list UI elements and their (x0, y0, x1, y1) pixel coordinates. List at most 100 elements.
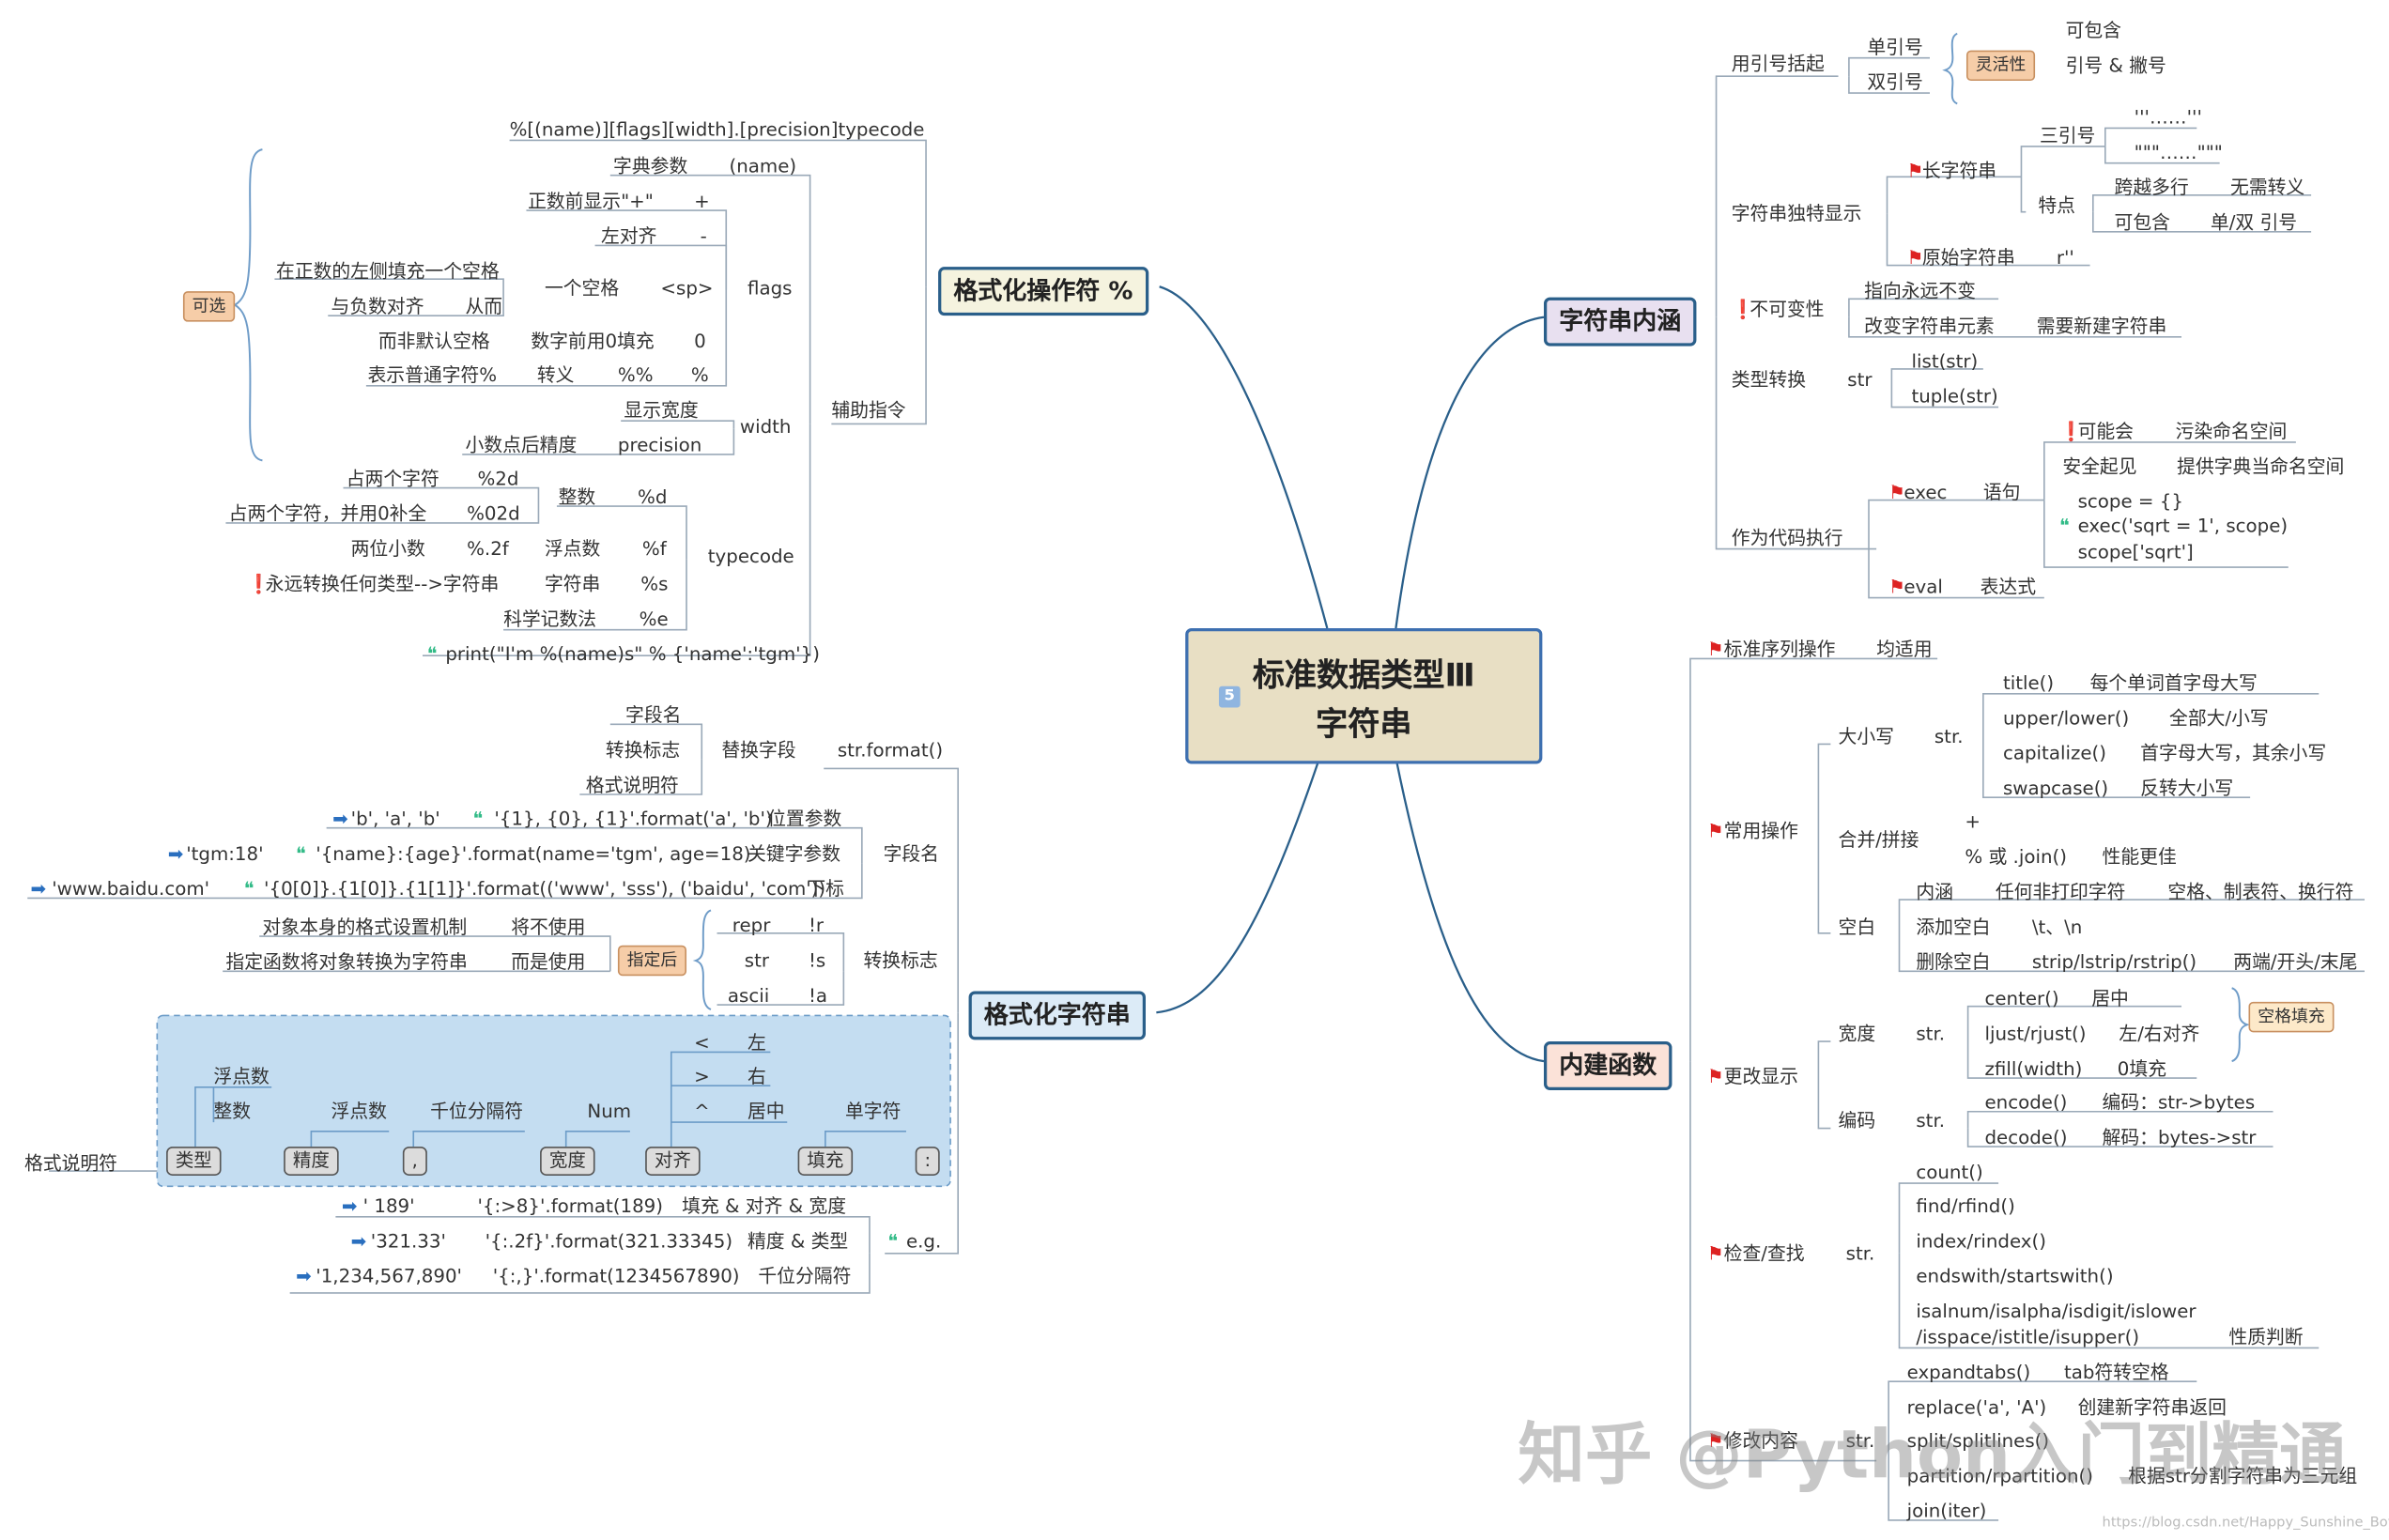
node-fs-ascii[interactable]: ascii (727, 984, 770, 1007)
node-fs-e2-c[interactable]: '{:.2f}'.format(321.33345) (485, 1230, 733, 1253)
node-fo-2f[interactable]: %.2f (467, 538, 509, 560)
spec-box-comma[interactable]: , (402, 1147, 427, 1176)
node-si-tuple[interactable]: tuple(str) (1911, 385, 1998, 408)
node-bi-better[interactable]: 性能更佳 (2102, 846, 2177, 868)
node-fo-pct[interactable]: 表示普通字符% (367, 364, 498, 386)
node-fs-eg[interactable]: e.g. (905, 1230, 942, 1253)
spec-box-type[interactable]: 类型 (166, 1147, 222, 1176)
node-fo-space2[interactable]: 与负数对齐 (331, 296, 424, 317)
node-fo-plus[interactable]: 正数前显示"+" (528, 190, 654, 212)
node-bi-exp[interactable]: expandtabs() (1906, 1362, 2031, 1383)
node-fs-s[interactable]: !s (808, 949, 826, 972)
node-bi-del[interactable]: 删除空白 (1916, 951, 1991, 973)
node-fs-kw[interactable]: 关键字参数 (748, 842, 840, 865)
node-bi-case[interactable]: 大小写 (1838, 725, 1894, 747)
node-bi-dec-v[interactable]: 解码：bytes->str (2102, 1126, 2257, 1148)
node-si-scope2[interactable]: exec('sqrt = 1', scope) (2077, 515, 2289, 537)
node-fs-spec-lbl[interactable]: 格式说明符 (23, 1152, 117, 1175)
node-bi-part-v[interactable]: 根据str分割字符串为三元组 (2128, 1465, 2358, 1487)
node-si-exec[interactable]: exec (1903, 482, 1948, 503)
node-fo-pp[interactable]: %% (617, 364, 654, 386)
node-bi-zf[interactable]: zfill(width) (1984, 1057, 2083, 1080)
node-fs-pos-c[interactable]: '{1}, {0}, {1}'.format('a', 'b') (494, 808, 773, 830)
node-si-noesc[interactable]: 无需转义 (2230, 177, 2305, 199)
node-si-eval[interactable]: eval (1903, 576, 1943, 598)
node-bi-common[interactable]: 常用操作 (1723, 820, 1798, 842)
node-si-scope3[interactable]: scope['sqrt'] (2077, 541, 2194, 563)
node-bi-split[interactable]: split/splitlines() (1906, 1430, 2050, 1452)
node-fs-kw-c[interactable]: '{name}:{age}'.format(name='tgm', age=18… (316, 842, 751, 865)
spec-box-align[interactable]: 对齐 (645, 1147, 701, 1176)
node-fs-pos[interactable]: 位置参数 (767, 808, 842, 830)
node-si-incl[interactable]: 可包含 (2114, 211, 2170, 234)
node-fs-e3[interactable]: 千位分隔符 (758, 1265, 852, 1287)
node-si-inc[interactable]: 可包含 (2065, 20, 2121, 41)
node-bi-title-v[interactable]: 每个单词首字母大写 (2089, 672, 2258, 694)
topic-string-intro[interactable]: 字符串内涵 (1543, 297, 1697, 346)
node-bi-inner[interactable]: 内涵 (1916, 881, 1953, 903)
spec-box-fill[interactable]: 填充 (797, 1147, 854, 1176)
node-si-sd[interactable]: 单/双 引号 (2210, 211, 2298, 234)
node-bi-zf-v[interactable]: 0填充 (2117, 1057, 2167, 1080)
node-fo-space1[interactable]: 在正数的左侧填充一个空格 (276, 260, 500, 283)
node-si-raw[interactable]: 原始字符串 (1921, 247, 2015, 269)
node-fo-sp[interactable]: <sp> (660, 277, 714, 300)
node-fs-e3-c[interactable]: '{:,}'.format(1234567890) (492, 1265, 740, 1287)
node-fs-e2-r[interactable]: '321.33' (370, 1230, 446, 1253)
node-si-scope1[interactable]: scope = {} (2077, 490, 2184, 513)
node-fo-syntax[interactable]: %[(name)][flags][width].[precision]typec… (509, 118, 925, 141)
node-fo-zero[interactable]: 数字前用0填充 (531, 331, 655, 353)
node-bi-modify-s[interactable]: str. (1845, 1430, 1875, 1452)
node-fs-field[interactable]: 字段名 (625, 704, 682, 726)
node-si-point[interactable]: 指向永远不变 (1864, 280, 1976, 302)
node-si-quotes[interactable]: 引号 & 撇号 (2065, 54, 2166, 77)
node-fs-fieldname[interactable]: 字段名 (883, 842, 939, 865)
node-bi-repl-v[interactable]: 创建新字符串返回 (2077, 1396, 2227, 1419)
node-bi-pos[interactable]: 两端/开头/末尾 (2233, 951, 2358, 973)
node-fs-self[interactable]: 对象本身的格式设置机制 (262, 916, 468, 938)
node-si-expr[interactable]: 表达式 (1980, 576, 2036, 598)
node-bi-swap[interactable]: swapcase() (2002, 778, 2109, 799)
node-bi-index[interactable]: index/rindex() (1916, 1230, 2046, 1253)
node-fs-e3-r[interactable]: '1,234,567,890' (316, 1265, 463, 1287)
node-si-asexec[interactable]: 作为代码执行 (1731, 527, 1843, 549)
node-bi-strip[interactable]: strip/lstrip/rstrip() (2031, 951, 2197, 973)
node-fo-p[interactable]: % (690, 364, 709, 386)
node-si-immut[interactable]: 不可变性 (1749, 299, 1825, 320)
node-si-change[interactable]: 改变字符串元素 (1864, 316, 1995, 337)
node-si-tri2[interactable]: """……""" (2134, 142, 2223, 163)
node-fs-fltnum2[interactable]: 浮点数 (331, 1101, 387, 1123)
node-bi-title[interactable]: title() (2002, 672, 2055, 694)
node-bi-repl[interactable]: replace('a', 'A') (1906, 1396, 2047, 1419)
node-fs-idx[interactable]: 下标 (807, 878, 844, 901)
node-bi-width-s[interactable]: str. (1916, 1023, 1946, 1045)
topic-builtin-functions[interactable]: 内建函数 (1543, 1041, 1672, 1091)
node-bi-seq-v[interactable]: 均适用 (1876, 639, 1933, 661)
node-fs-gt-v[interactable]: 右 (748, 1066, 766, 1087)
node-bi-show[interactable]: 更改显示 (1723, 1066, 1798, 1087)
node-si-r[interactable]: r'' (2056, 247, 2074, 269)
node-bi-code[interactable]: 编码 (1838, 1110, 1876, 1132)
node-fs-e1-c[interactable]: '{:>8}'.format(189) (477, 1195, 663, 1217)
node-bi-enc[interactable]: encode() (1984, 1091, 2068, 1114)
node-fo-2dec[interactable]: 两位小数 (350, 538, 425, 560)
node-si-double[interactable]: 双引号 (1867, 71, 1923, 94)
node-fs-str[interactable]: str (744, 949, 769, 972)
node-fs-r[interactable]: !r (808, 915, 825, 937)
node-fo-esc[interactable]: 转义 (536, 364, 575, 386)
node-fo-02d[interactable]: %02d (467, 502, 520, 525)
node-bi-lj[interactable]: ljust/rjust() (1984, 1023, 2087, 1045)
node-si-tri[interactable]: 三引号 (2039, 125, 2096, 146)
node-fs-idx-c[interactable]: '{0[0]}.{1[0]}.{1[1]}'.format(('www', 's… (264, 878, 826, 901)
node-bi-is1[interactable]: isalnum/isalpha/isdigit/islower (1916, 1301, 2196, 1322)
node-fo-flags[interactable]: flags (748, 277, 793, 300)
node-fo-onesp[interactable]: 一个空格 (544, 277, 620, 300)
node-fo-int[interactable]: 整数 (558, 485, 596, 508)
node-bi-is2[interactable]: /isspace/istitle/isupper() (1916, 1326, 2140, 1348)
node-fo-zero-v[interactable]: 0 (694, 331, 706, 353)
node-fs-kw-r[interactable]: 'tgm:18' (186, 842, 264, 865)
node-bi-width[interactable]: 宽度 (1838, 1023, 1876, 1045)
node-si-feat[interactable]: 特点 (2038, 194, 2075, 217)
node-fo-any[interactable]: 永远转换任何类型-->字符串 (265, 573, 500, 595)
node-bi-ul-v[interactable]: 全部大/小写 (2169, 707, 2269, 730)
